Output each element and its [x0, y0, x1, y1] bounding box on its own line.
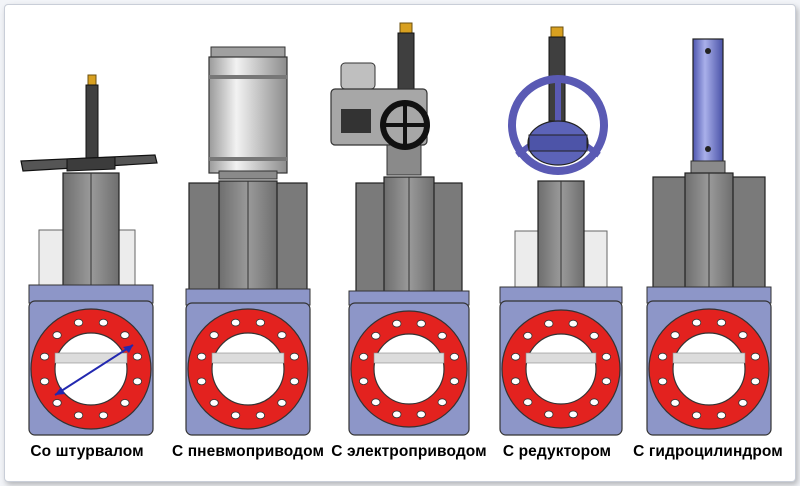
stem-cap-icon [87, 74, 97, 86]
bolt-hole [568, 410, 578, 419]
bolt-hole [231, 411, 241, 420]
bolt-hole [98, 411, 109, 420]
bolt-hole [255, 318, 265, 327]
bolt-hole [120, 331, 130, 339]
bolt-hole [750, 377, 761, 386]
bolt-hole [74, 411, 84, 420]
bolt-hole [52, 399, 62, 407]
bolt-hole [416, 319, 426, 328]
valve-pneumatic [185, 46, 311, 436]
bolt-hole [738, 399, 748, 407]
bolt-hole [523, 331, 533, 340]
bolt-hole [74, 318, 84, 327]
bolt-hole [510, 352, 521, 361]
valve-gearbox [499, 26, 623, 436]
caption-electric: С электроприводом [331, 443, 487, 460]
caption-pneumatic: С пневмоприводом [171, 443, 325, 460]
pneumatic-cylinder-icon [208, 56, 288, 174]
bolt-hole [39, 377, 50, 386]
figure-frame: Со штурвалом С пневмоприводом С электроп… [4, 4, 796, 482]
valve-hydraulic [646, 38, 772, 436]
bolt-hole [589, 331, 599, 340]
bolt-hole [601, 377, 612, 386]
bore [672, 332, 746, 406]
bolt-hole [716, 318, 727, 327]
bolt-hole [132, 377, 142, 386]
bolt-hole [209, 399, 219, 407]
stem [85, 84, 99, 166]
bolt-hole [544, 319, 554, 328]
bolt-hole [132, 352, 142, 361]
bolt-hole [738, 331, 748, 339]
stem-cap-icon [399, 22, 413, 34]
bolt-hole [197, 352, 207, 361]
bolt-hole [544, 410, 554, 419]
bolt-hole [523, 398, 533, 407]
bolt-hole [691, 318, 702, 327]
bolt-hole [437, 331, 447, 340]
bolt-hole [358, 352, 369, 361]
flange-bolts [39, 318, 761, 420]
bore [211, 332, 285, 406]
bolt-hole [231, 318, 241, 327]
bolt-hole [197, 377, 207, 386]
bolt-hole [601, 352, 612, 361]
bolt-hole [98, 318, 109, 327]
bolt-hole [120, 399, 130, 407]
bolt-hole [277, 399, 287, 407]
bolt-hole [589, 398, 599, 407]
bolt-hole [52, 331, 62, 339]
handwheel-icon [508, 75, 608, 175]
hydraulic-cylinder-icon [692, 38, 724, 164]
bolt-hole [255, 411, 265, 420]
bolt-hole [289, 352, 299, 361]
bolt-hole [449, 352, 459, 361]
bolt-hole [657, 352, 668, 361]
caption-gearbox: С редуктором [502, 443, 612, 460]
caption-hydraulic: С гидроцилиндром [633, 443, 783, 460]
bore [373, 333, 445, 405]
bolt-hole [691, 411, 702, 420]
stem-cap-icon [550, 26, 564, 38]
valves-illustration [20, 22, 772, 436]
bolt-hole [437, 398, 447, 407]
caption-handwheel: Со штурвалом [30, 443, 144, 460]
bolt-hole [392, 410, 402, 419]
bolt-hole [371, 331, 381, 340]
valve-electric [330, 22, 470, 436]
bolt-hole [371, 398, 381, 407]
bolt-hole [670, 331, 680, 339]
bolt-hole [392, 319, 402, 328]
bolt-hole [209, 331, 219, 339]
bolt-hole [750, 352, 761, 361]
bolt-hole [510, 377, 521, 386]
bolt-hole [277, 331, 287, 339]
bore [525, 333, 597, 405]
bolt-hole [289, 377, 299, 386]
bolt-hole [416, 410, 426, 419]
bolt-hole [657, 377, 668, 386]
bolt-hole [670, 399, 680, 407]
bolt-hole [716, 411, 727, 420]
bolt-hole [568, 319, 578, 328]
bolt-hole [358, 377, 369, 386]
bolt-hole [449, 377, 459, 386]
bolt-hole [39, 352, 50, 361]
bore [54, 332, 128, 406]
